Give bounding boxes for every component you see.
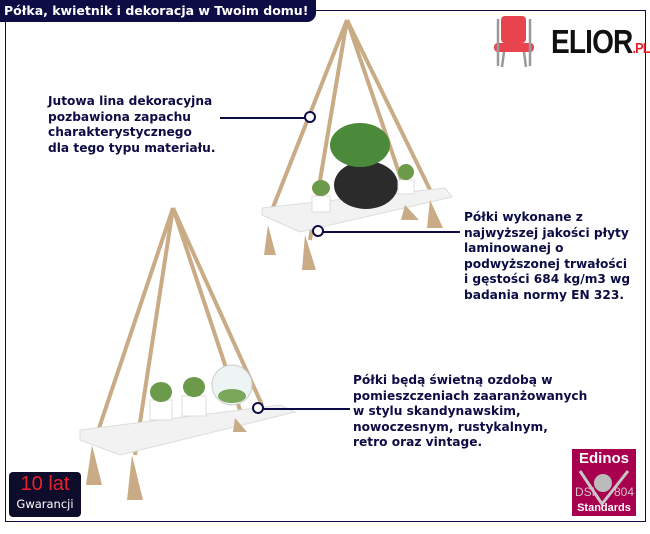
callout-marker [252,402,264,414]
elior-logo: ELIOR.PL [486,14,650,69]
callout-marker [312,225,324,237]
callout-line [320,231,460,233]
warranty-years: 10 lat [20,473,70,495]
callout-line [220,117,310,119]
chair-icon [494,16,534,68]
callout-board: Półki wykonane z najwyższej jakości płyt… [464,210,631,302]
callout-marker [304,111,316,123]
edinos-title: Edinos [578,450,629,467]
callout-style: Półki będą świetną ozdobą w pomieszczeni… [353,373,588,449]
warranty-badge: 10 lat Gwarancji [9,472,81,517]
edinos-standards: Standards [577,502,631,514]
content-frame [5,10,646,522]
callout-rope: Jutowa lina dekoracyjna pozbawiona zapac… [48,94,216,155]
callout-line [260,408,350,410]
edinos-badge: Edinos DSI 804 Standards [572,449,636,516]
brand-name: ELIOR.PL [551,22,650,60]
edinos-dsi: DSI [575,485,596,499]
page-title: Półka, kwietnik i dekoracja w Twoim domu… [0,0,317,22]
warranty-label: Gwarancji [16,497,74,511]
edinos-number: 804 [613,485,634,499]
edinos-v-icon [578,470,630,507]
